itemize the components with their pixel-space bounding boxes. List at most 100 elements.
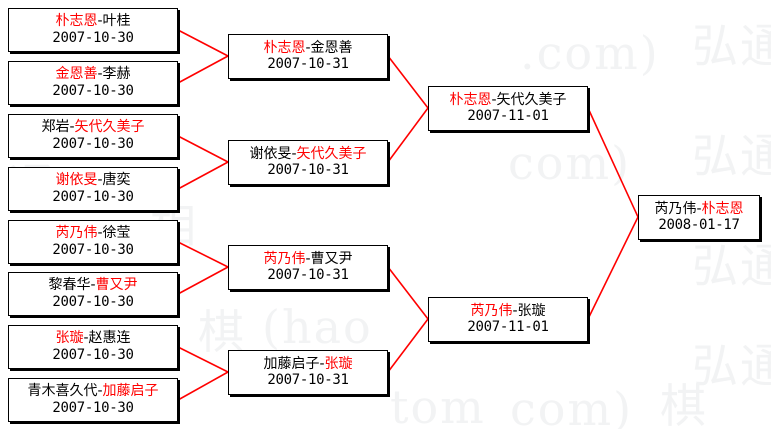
match-date: 2007-10-30 <box>52 29 134 46</box>
match-date: 2007-10-31 <box>267 56 349 73</box>
connector-line <box>177 371 229 401</box>
match-players: 谢依旻-矢代久美子 <box>249 145 367 162</box>
player-two: 矢代久美子 <box>296 145 367 162</box>
watermark-text: 弘通 <box>692 129 771 183</box>
match-players: 谢依旻-唐奕 <box>55 173 130 188</box>
player-one: 谢依旻 <box>249 145 292 162</box>
player-two: 唐奕 <box>102 172 131 189</box>
match-date: 2007-10-31 <box>267 372 349 389</box>
connector-line <box>177 135 229 163</box>
player-two: 朴志恩 <box>701 200 744 217</box>
match-players: 芮乃伟-徐莹 <box>55 226 130 241</box>
connector-line <box>387 318 429 373</box>
player-one: 朴志恩 <box>263 39 306 56</box>
player-one: 芮乃伟 <box>470 302 513 319</box>
match-players: 朴志恩-矢代久美子 <box>449 91 567 108</box>
match-players: 芮乃伟-朴志恩 <box>654 200 744 217</box>
player-two: 加藤启子 <box>102 383 159 400</box>
player-two: 赵惠连 <box>88 330 131 347</box>
player-separator: - <box>83 330 89 347</box>
player-separator: - <box>305 250 311 267</box>
match-players: 张璇-赵惠连 <box>55 331 130 346</box>
watermark-text: .com) <box>520 26 660 80</box>
player-one: 加藤启子 <box>263 355 320 372</box>
player-separator: - <box>305 39 311 56</box>
match-date: 2007-10-30 <box>52 82 134 99</box>
player-two: 金恩善 <box>310 39 353 56</box>
connector-line <box>587 107 639 218</box>
player-one: 郑岩 <box>41 119 70 136</box>
connector-line <box>177 29 229 57</box>
player-separator: - <box>97 172 103 189</box>
player-two: 张璇 <box>324 355 353 372</box>
player-one: 芮乃伟 <box>55 225 98 242</box>
player-two: 矢代久美子 <box>74 119 145 136</box>
connector-line <box>387 266 429 320</box>
match-players: 芮乃伟-曹又尹 <box>263 250 353 267</box>
match-players: 芮乃伟-张璇 <box>470 302 546 319</box>
player-two: 叶桂 <box>102 13 131 30</box>
player-separator: - <box>97 66 103 83</box>
player-one: 黎春华 <box>48 277 91 294</box>
player-separator: - <box>291 145 297 162</box>
match-date: 2007-11-01 <box>467 108 549 125</box>
match-date: 2007-10-31 <box>267 267 349 284</box>
player-separator: - <box>69 119 75 136</box>
player-one: 青木喜久代 <box>27 383 98 400</box>
match-players: 郑岩-矢代久美子 <box>41 120 144 135</box>
watermark-text: 棋 <box>660 379 708 429</box>
connector-line <box>177 55 229 84</box>
match-date: 2007-10-30 <box>52 399 134 416</box>
player-separator: - <box>90 277 96 294</box>
match-date: 2007-11-01 <box>467 319 549 336</box>
player-two: 李赫 <box>102 66 131 83</box>
connector-line <box>177 266 229 295</box>
player-two: 徐莹 <box>102 225 131 242</box>
match-players: 朴志恩-金恩善 <box>263 39 353 56</box>
match-players: 加藤启子-张璇 <box>263 355 353 372</box>
player-one: 芮乃伟 <box>263 250 306 267</box>
match-players: 黎春华-曹又尹 <box>48 278 137 293</box>
watermark-text: com) <box>510 382 634 429</box>
match-date: 2007-10-30 <box>52 293 134 310</box>
player-separator: - <box>696 200 702 217</box>
player-two: 矢代久美子 <box>496 91 567 108</box>
match-date: 2008-01-17 <box>658 217 740 234</box>
connector-line <box>177 346 229 373</box>
watermark-text: (hao <box>262 300 373 354</box>
connector-line <box>387 107 429 163</box>
player-two: 张璇 <box>517 302 546 319</box>
match-players: 金恩善-李赫 <box>55 67 130 82</box>
player-separator: - <box>319 355 325 372</box>
player-two: 曹又尹 <box>310 250 353 267</box>
watermark-text: 弘通 <box>692 19 771 73</box>
player-separator: - <box>97 13 103 30</box>
match-date: 2007-10-30 <box>52 241 134 258</box>
match-date: 2007-10-31 <box>267 162 349 179</box>
player-one: 张璇 <box>55 330 84 347</box>
player-separator: - <box>97 225 103 242</box>
connector-line <box>587 216 639 320</box>
player-one: 朴志恩 <box>55 13 98 30</box>
connector-line <box>177 161 229 190</box>
connector-line <box>177 241 229 268</box>
player-separator: - <box>491 91 497 108</box>
player-one: 谢依旻 <box>55 172 98 189</box>
match-date: 2007-10-30 <box>52 135 134 152</box>
